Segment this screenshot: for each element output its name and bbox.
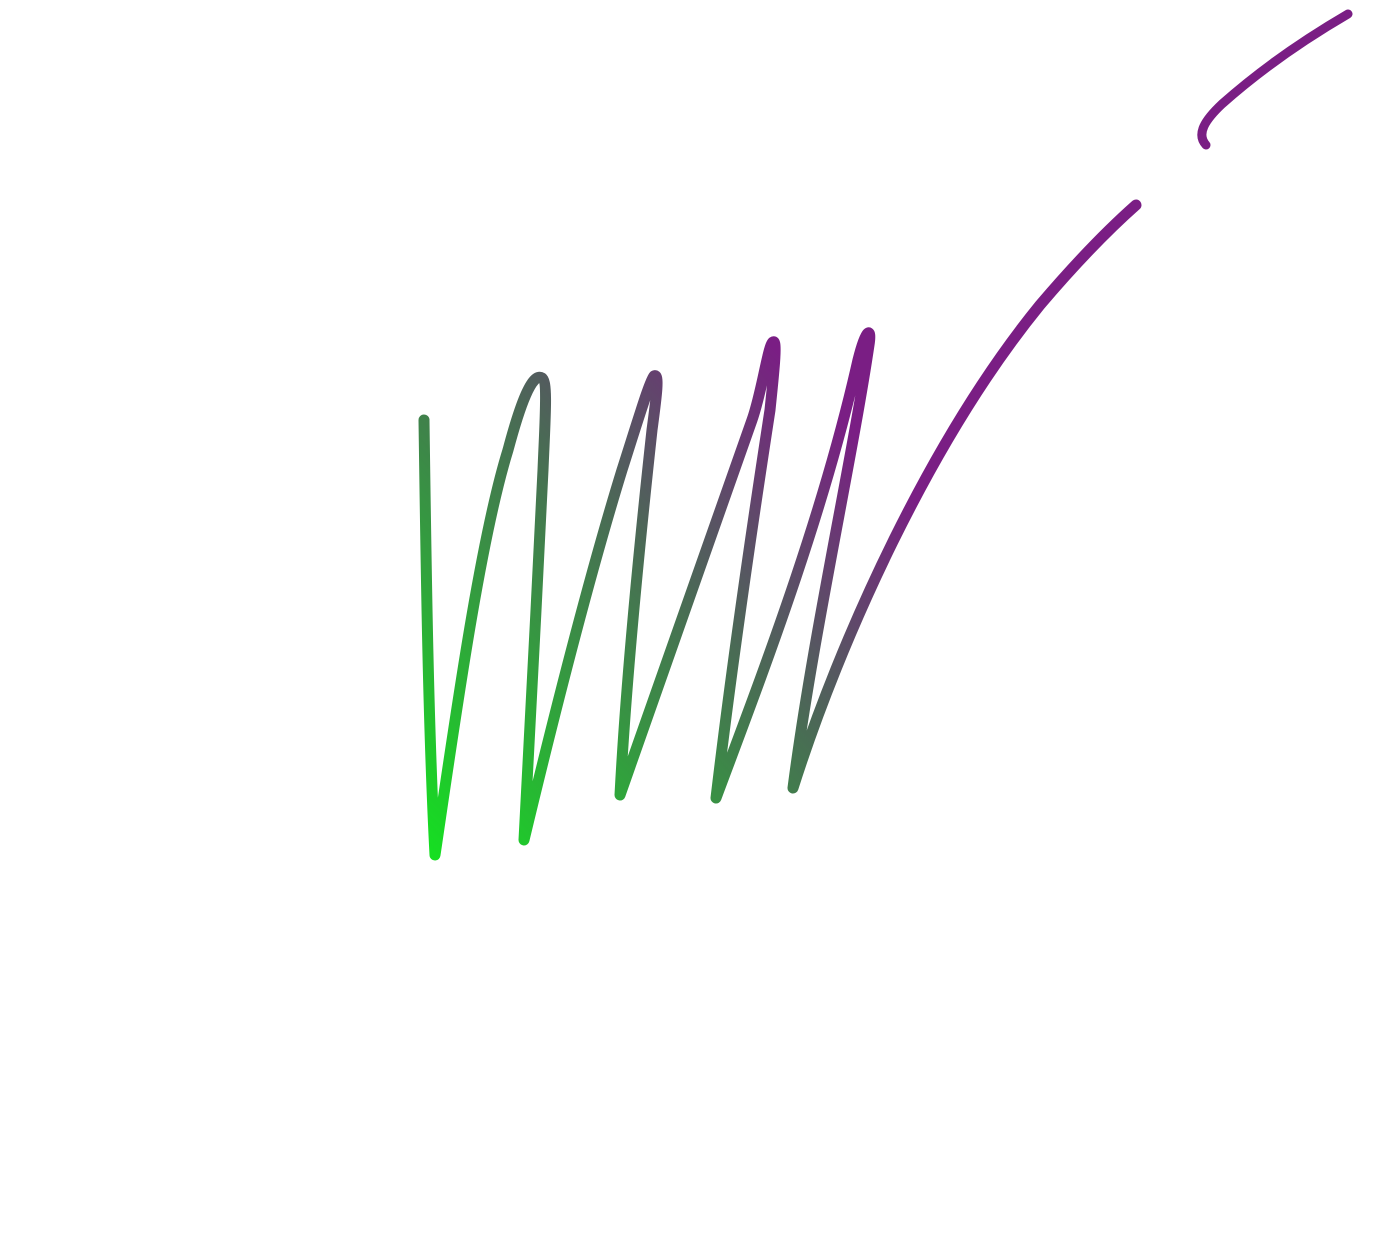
zigzag-tail-stroke — [1087, 202, 1139, 253]
upper-segment-stroke — [1197, 9, 1353, 150]
zigzag-stroke — [418, 199, 1142, 861]
